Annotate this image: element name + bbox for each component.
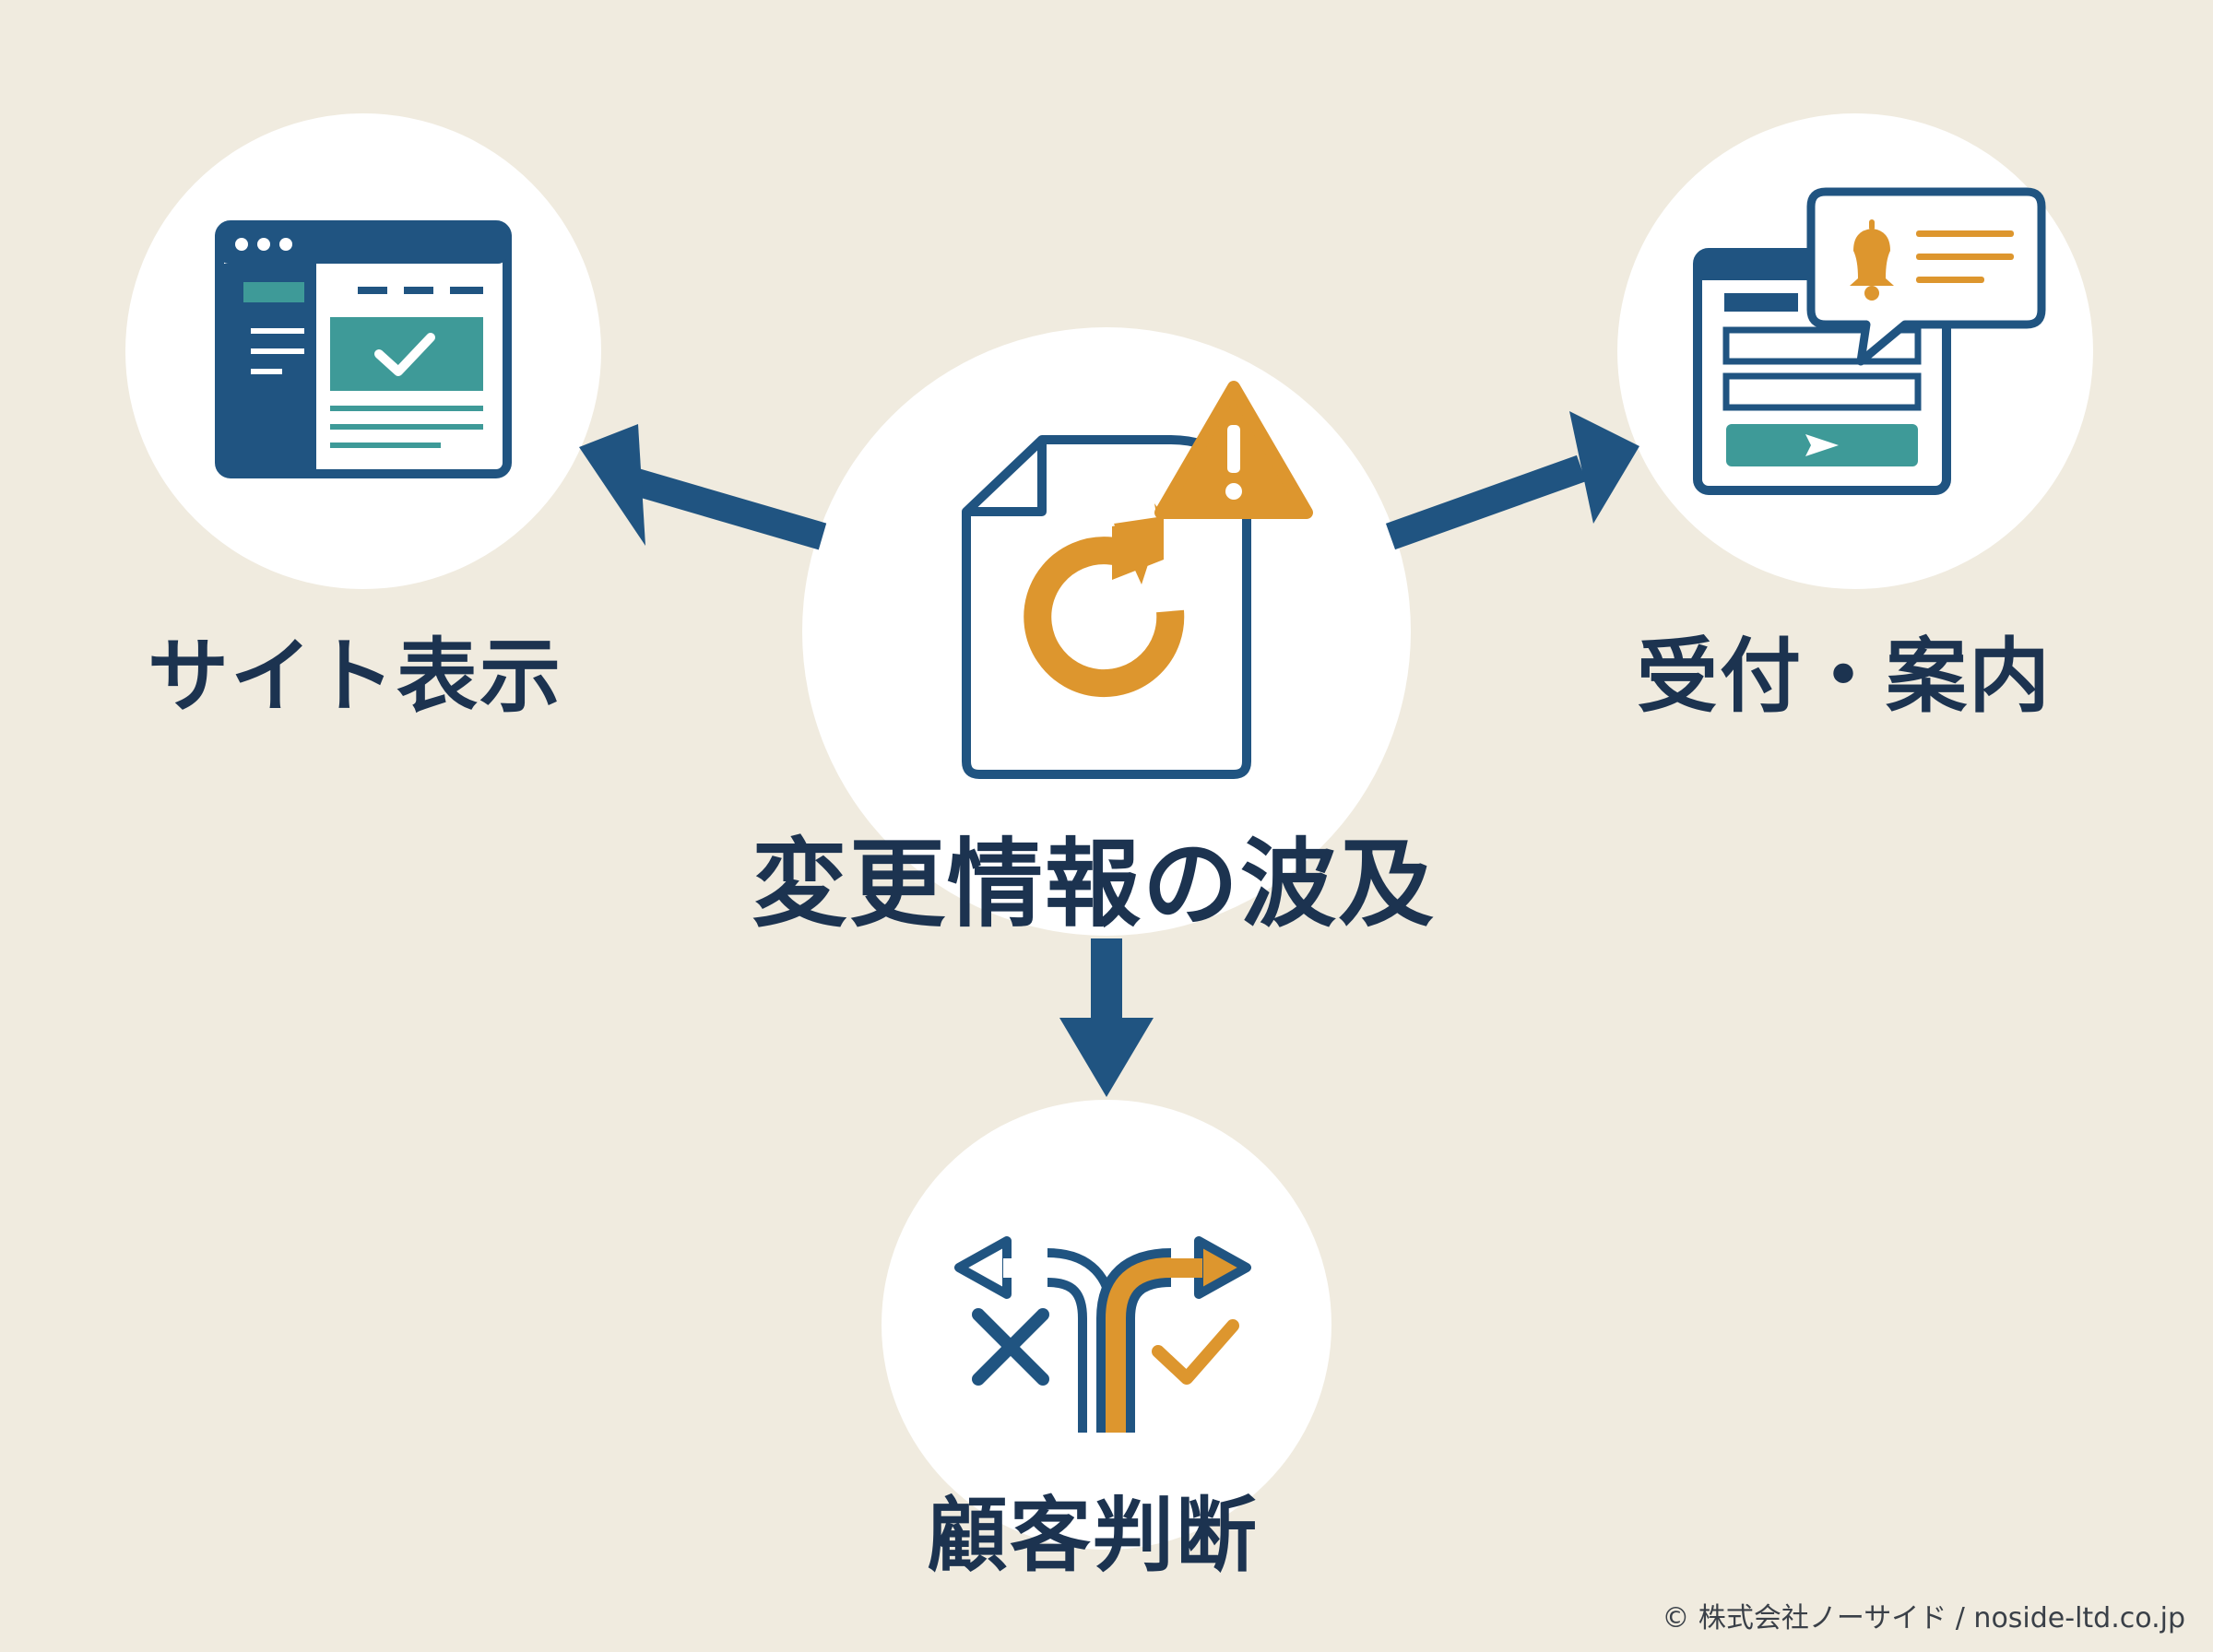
form-notification-bell-icon [1693, 187, 2046, 495]
site-display-label: サイト表示 [148, 629, 563, 724]
copyright-text: © 株式会社ノーサイド / noside-ltd.co.jp [1662, 1602, 2185, 1634]
arrow-to-customer-decision [1059, 938, 1154, 1097]
document-refresh-warning-icon [962, 381, 1313, 779]
customer-decision-label: 顧客判断 [927, 1488, 1260, 1583]
center-label: 変更情報の波及 [751, 828, 1437, 940]
fork-arrows-decision-icon [954, 1236, 1251, 1433]
reception-label: 受付・案内 [1637, 629, 2053, 724]
arrow-to-reception [1385, 411, 1639, 550]
browser-window-check-icon [215, 220, 512, 478]
arrow-to-site-display [579, 424, 827, 550]
